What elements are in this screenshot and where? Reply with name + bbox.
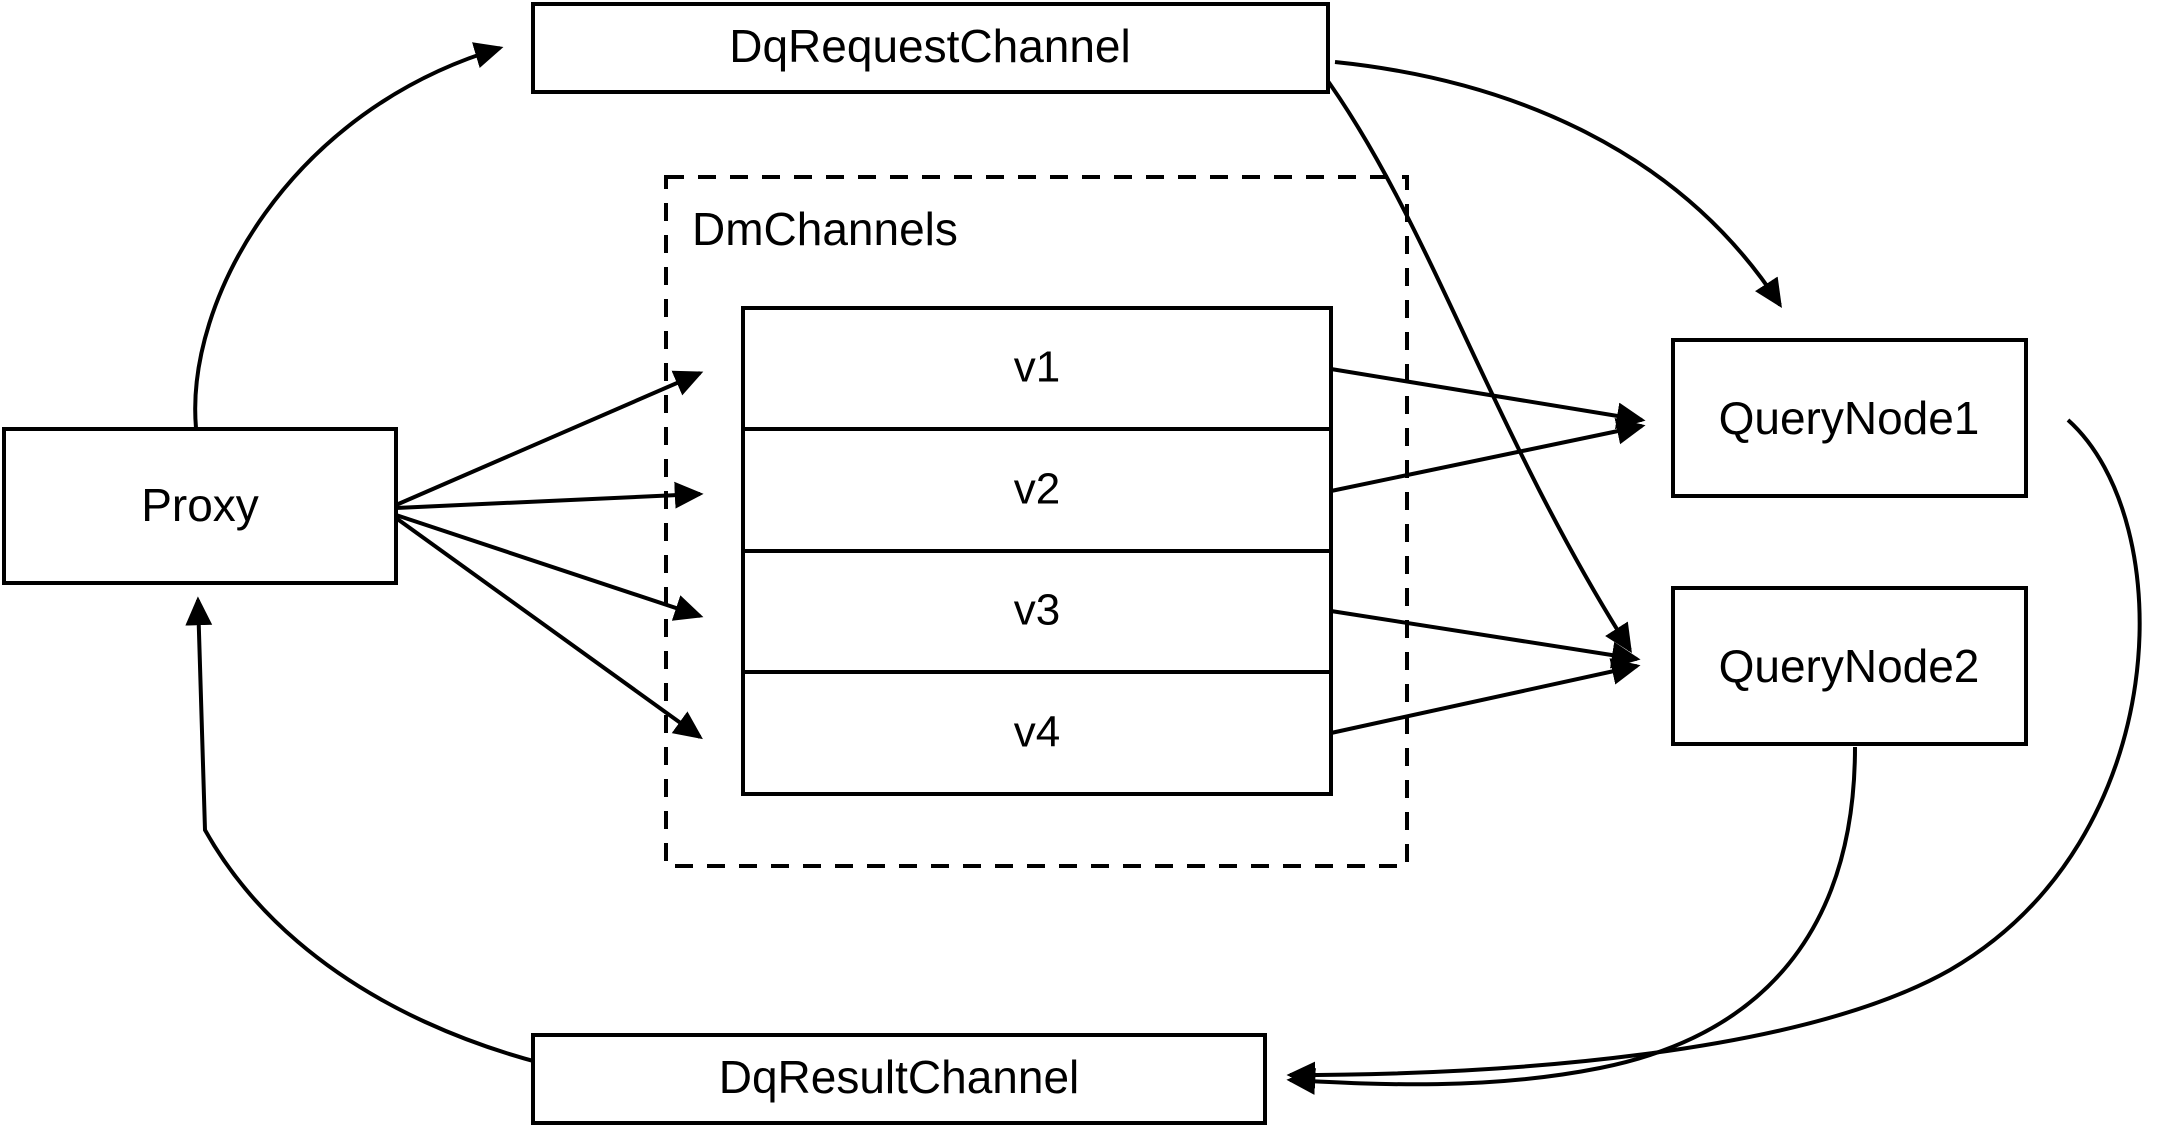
edge-v3-to-query-node-2 (1330, 609, 1641, 669)
node-dq-request-channel-label: DqRequestChannel (729, 20, 1131, 72)
edge-v1-to-query-node-1 (1330, 367, 1646, 430)
edge-proxy-to-dq-request-channel (193, 42, 504, 429)
node-proxy[interactable] (2, 427, 398, 585)
dm-channels-group (664, 175, 1409, 868)
edge-dq-request-channel-to-query-node-2 (1318, 68, 1632, 654)
shard-row-v4: v4 (1014, 708, 1060, 757)
shard-row-v2: v2 (1014, 465, 1060, 514)
dm-channels-label: DmChannels (692, 203, 958, 255)
node-dq-result-channel[interactable] (531, 1033, 1267, 1125)
edge-dq-request-channel-to-query-node-1 (1334, 60, 1782, 309)
edge-v2-to-query-node-1 (1330, 417, 1646, 493)
edge-v4-to-query-node-2 (1330, 658, 1641, 735)
edge-proxy-to-v4 (394, 516, 703, 740)
node-query-node-2[interactable] (1671, 586, 2028, 746)
edge-query-node-1-to-dq-result-channel (1286, 418, 2142, 1089)
edge-proxy-to-v3 (395, 513, 704, 621)
node-query-node-1-label: QueryNode1 (1719, 392, 1980, 444)
node-query-node-1[interactable] (1671, 338, 2028, 498)
edge-proxy-to-v2 (395, 481, 704, 510)
node-proxy-label: Proxy (141, 479, 259, 531)
edge-query-node-2-to-dq-result-channel (1286, 746, 1857, 1095)
shard-row-v1: v1 (1014, 343, 1060, 392)
node-query-node-2-label: QueryNode2 (1719, 640, 1980, 692)
shard-row-v3: v3 (1014, 586, 1060, 635)
node-dq-request-channel[interactable] (531, 2, 1330, 94)
node-dq-result-channel-label: DqResultChannel (719, 1051, 1080, 1103)
edge-dq-result-channel-to-proxy (185, 596, 736, 1092)
edge-proxy-to-v1 (395, 370, 704, 507)
